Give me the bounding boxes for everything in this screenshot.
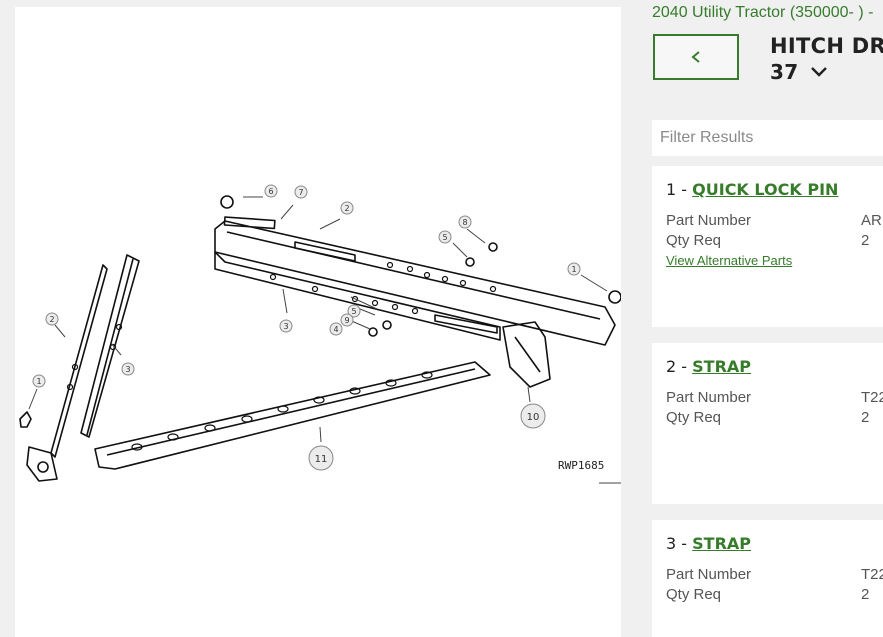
part-number-label: Part Number	[666, 566, 752, 583]
part-number-label: Part Number	[666, 212, 752, 229]
part-name-link[interactable]: QUICK LOCK PIN	[692, 180, 839, 199]
diagram-bar-lower	[94, 361, 491, 470]
callout-3-left	[121, 362, 135, 376]
diagram-bar-middle	[214, 251, 501, 341]
diagram-nut	[608, 290, 621, 304]
qty-req-label: Qty Req	[666, 409, 722, 426]
chevron-down-icon[interactable]	[810, 66, 828, 78]
diagram-strap-back	[80, 254, 140, 438]
diagram-pin	[223, 216, 276, 230]
callout-label-4: 4	[333, 325, 338, 334]
callout-7	[294, 185, 308, 199]
page-title-text: HITCH DRAW	[770, 34, 883, 58]
svg-text:3: 3	[125, 365, 130, 374]
part-number-value: T22	[861, 389, 883, 406]
part-number-value: T22	[861, 566, 883, 583]
part-name-link[interactable]: STRAP	[692, 534, 752, 553]
callout-3-mid	[279, 319, 293, 333]
callout-label-5: 5	[351, 307, 356, 316]
part-index: 2	[666, 357, 677, 376]
svg-text:2: 2	[49, 315, 54, 324]
callout-2-left	[45, 312, 59, 326]
diagram-bar-upper	[214, 220, 616, 346]
callout-11	[308, 445, 334, 471]
diagram-end-plate	[26, 446, 58, 482]
callout-label-1: 1	[571, 265, 576, 274]
parts-diagram: 6 7 2 8 5 1 3 5 9 4 2 3 1 10 11 RWP1685	[15, 7, 621, 637]
part-name-link[interactable]: STRAP	[692, 357, 752, 376]
callout-8	[458, 215, 472, 229]
breadcrumb[interactable]: 2040 Utility Tractor (350000- ) -	[652, 4, 874, 21]
svg-text:5: 5	[442, 233, 447, 242]
qty-req-value: 2	[861, 409, 870, 426]
callout-label-9: 9	[344, 316, 349, 325]
callout-5-top	[438, 230, 452, 244]
callout-label-6: 6	[268, 187, 273, 196]
page-title: HITCH DRAW 37	[770, 34, 883, 84]
part-heading: 3 - STRAP	[666, 534, 752, 553]
part-heading: 1 - QUICK LOCK PIN	[666, 180, 839, 199]
callout-2-top	[340, 201, 354, 215]
part-card: 1 - QUICK LOCK PIN Part Number AR Qty Re…	[652, 166, 883, 327]
callout-5-mid	[347, 304, 361, 318]
hitch-draw-diagram-svg: 6 7 2 8 5 1 3 5 9 4 2 3 1 10 11 RWP1685	[19, 184, 621, 484]
callout-label-10: 10	[527, 412, 540, 423]
view-alternative-parts-link[interactable]: View Alternative Parts	[666, 253, 793, 268]
qty-req-label: Qty Req	[666, 232, 722, 249]
diagram-bracket	[502, 321, 551, 388]
callout-label-2: 2	[344, 204, 349, 213]
qty-req-label: Qty Req	[666, 586, 722, 603]
callout-label-11: 11	[315, 454, 328, 465]
callout-label-3: 3	[283, 322, 288, 331]
callout-1-left	[32, 374, 46, 388]
part-heading: 2 - STRAP	[666, 357, 752, 376]
figure-id: RWP1685	[558, 459, 604, 472]
callout-9	[340, 313, 354, 327]
svg-text:1: 1	[36, 377, 41, 386]
part-index: 1	[666, 180, 677, 199]
diagram-slot-middle	[434, 314, 498, 334]
part-index: 3	[666, 534, 677, 553]
page-number: 37	[770, 60, 799, 84]
callout-4	[329, 322, 343, 336]
callout-6	[264, 184, 278, 198]
qty-req-value: 2	[861, 232, 870, 249]
back-button[interactable]	[653, 34, 739, 80]
diagram-strap-left	[50, 264, 108, 458]
part-card: 3 - STRAP Part Number T22 Qty Req 2	[652, 520, 883, 637]
callout-label-7: 7	[298, 188, 303, 197]
callout-1-right	[567, 262, 581, 276]
chevron-left-icon	[691, 51, 700, 63]
filter-results-input[interactable]	[652, 120, 883, 156]
callout-label-8: 8	[462, 218, 467, 227]
callout-10	[520, 403, 546, 429]
diagram-slot-upper	[294, 241, 356, 262]
qty-req-value: 2	[861, 586, 870, 603]
part-number-value: AR	[861, 212, 882, 229]
part-card: 2 - STRAP Part Number T22 Qty Req 2	[652, 343, 883, 504]
part-number-label: Part Number	[666, 389, 752, 406]
